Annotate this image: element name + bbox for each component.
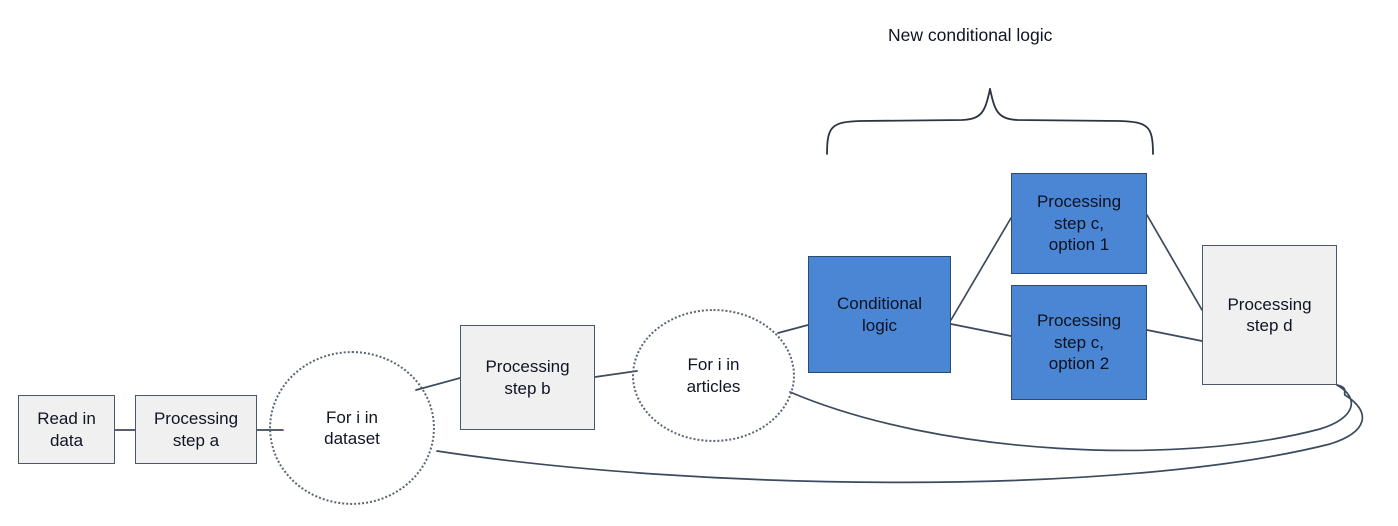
node-processing-step-c-option-1[interactable]: Processing step c, option 1 [1011, 173, 1147, 274]
edge-conditional-logic-to-option-1 [950, 217, 1012, 321]
node-conditional-logic-label: Conditional logic [836, 294, 923, 335]
node-conditional-logic[interactable]: Conditional logic [808, 256, 951, 373]
brace-label-new-conditional-logic: New conditional logic [888, 25, 1053, 45]
brace-left-half [826, 88, 991, 155]
node-processing-step-c-option-2-label: Processing step c, option 2 [1036, 311, 1122, 374]
edge-processing-step-b-to-for-i-in-articles [594, 370, 638, 378]
node-for-i-in-articles-label: For i in articles [686, 355, 741, 396]
edge-option-2-to-processing-step-d [1146, 329, 1203, 342]
edge-conditional-logic-to-option-2 [950, 323, 1012, 337]
node-processing-step-b[interactable]: Processing step b [460, 325, 595, 430]
node-processing-step-b-label: Processing step b [485, 357, 570, 398]
edge-option-1-to-processing-step-d [1146, 214, 1203, 311]
node-for-i-in-dataset-label: For i in dataset [324, 407, 380, 448]
node-processing-step-c-option-2[interactable]: Processing step c, option 2 [1011, 285, 1147, 400]
node-processing-step-a-label: Processing step a [153, 409, 239, 450]
edge-for-i-in-articles-to-conditional-logic [777, 324, 809, 334]
node-processing-step-d-label: Processing step d [1227, 294, 1312, 335]
edge-loop-back-junction [1336, 384, 1346, 396]
node-for-i-in-dataset[interactable]: For i in dataset [269, 351, 435, 505]
node-processing-step-d[interactable]: Processing step d [1202, 245, 1337, 385]
node-read-in-data-label: Read in data [37, 409, 96, 450]
brace-right-half [989, 88, 1154, 155]
node-read-in-data[interactable]: Read in data [18, 395, 115, 464]
node-for-i-in-articles[interactable]: For i in articles [632, 309, 795, 442]
node-processing-step-a[interactable]: Processing step a [135, 395, 257, 464]
node-processing-step-c-option-1-label: Processing step c, option 1 [1036, 192, 1122, 255]
